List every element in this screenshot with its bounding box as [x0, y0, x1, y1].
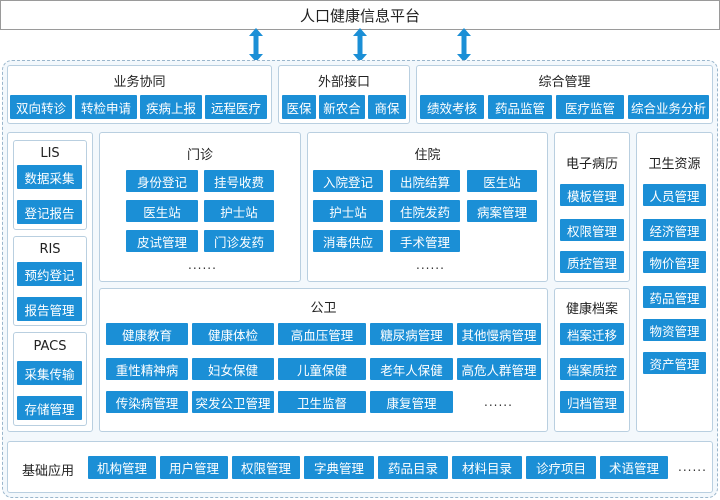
platform-title-bar: 人口健康信息平台 — [0, 0, 720, 30]
inpatient-item[interactable]: 出院结算 — [390, 170, 460, 192]
inpatient-item[interactable]: 护士站 — [313, 200, 383, 222]
outpatient-item[interactable]: 门诊发药 — [204, 230, 274, 252]
pacs-title: PACS — [33, 339, 67, 354]
ris-item[interactable]: 预约登记 — [17, 262, 82, 286]
inpatient-item[interactable]: 入院登记 — [313, 170, 383, 192]
public-health-more: ...... — [484, 395, 513, 409]
external-item[interactable]: 新农合 — [319, 95, 365, 119]
public-health-item[interactable]: 康复管理 — [370, 391, 453, 413]
public-health-item[interactable]: 健康教育 — [106, 323, 188, 345]
basic-item[interactable]: 材料目录 — [452, 456, 522, 479]
inpatient-title: 住院 — [414, 148, 441, 163]
public-health-item[interactable]: 突发公卫管理 — [192, 391, 274, 413]
basic-title: 基础应用 — [22, 464, 75, 479]
management-item[interactable]: 医疗监管 — [556, 95, 624, 119]
outpatient-more: ...... — [188, 258, 217, 272]
emr-title: 电子病历 — [565, 157, 618, 172]
outpatient-item[interactable]: 医生站 — [126, 200, 198, 222]
emr-item[interactable]: 权限管理 — [560, 219, 624, 241]
inpatient-item[interactable]: 医生站 — [467, 170, 537, 192]
public-health-item[interactable]: 传染病管理 — [106, 391, 188, 413]
health-record-item[interactable]: 档案质控 — [560, 358, 624, 380]
basic-item[interactable]: 药品目录 — [378, 456, 448, 479]
inpatient-item[interactable]: 住院发药 — [390, 200, 460, 222]
health-resource-item[interactable]: 人员管理 — [643, 184, 706, 206]
basic-item[interactable]: 机构管理 — [88, 456, 156, 479]
management-item[interactable]: 药品监管 — [488, 95, 552, 119]
health-resource-item[interactable]: 药品管理 — [643, 286, 706, 308]
public-health-item[interactable]: 其他慢病管理 — [457, 323, 541, 345]
external-item[interactable]: 医保 — [282, 95, 316, 119]
outpatient-item[interactable]: 挂号收费 — [204, 170, 274, 192]
health-resource-panel — [636, 132, 713, 432]
business-title: 业务协同 — [113, 75, 166, 90]
inpatient-more: ...... — [416, 258, 445, 272]
arrow-business-icon — [249, 28, 263, 62]
health-record-item[interactable]: 归档管理 — [560, 391, 624, 413]
health-record-title: 健康档案 — [565, 302, 618, 317]
pacs-item[interactable]: 存储管理 — [17, 396, 82, 420]
health-resource-item[interactable]: 经济管理 — [643, 219, 706, 241]
pacs-item[interactable]: 采集传输 — [17, 361, 82, 385]
public-health-item[interactable]: 健康体检 — [192, 323, 274, 345]
basic-more: ...... — [678, 460, 707, 474]
management-item[interactable]: 综合业务分析 — [628, 95, 709, 119]
outpatient-item[interactable]: 身份登记 — [126, 170, 198, 192]
public-health-item[interactable]: 重性精神病 — [106, 358, 188, 380]
business-item[interactable]: 双向转诊 — [10, 95, 72, 119]
external-item[interactable]: 商保 — [368, 95, 406, 119]
ris-item[interactable]: 报告管理 — [17, 297, 82, 321]
lis-item[interactable]: 数据采集 — [17, 165, 82, 189]
outpatient-item[interactable]: 护士站 — [204, 200, 274, 222]
public-health-item[interactable]: 高危人群管理 — [457, 358, 541, 380]
business-item[interactable]: 远程医疗 — [205, 95, 267, 119]
inpatient-item[interactable]: 手术管理 — [390, 230, 460, 252]
platform-title: 人口健康信息平台 — [299, 6, 420, 25]
public-health-item[interactable]: 老年人保健 — [370, 358, 453, 380]
inpatient-item[interactable]: 消毒供应 — [313, 230, 383, 252]
health-record-item[interactable]: 档案迁移 — [560, 323, 624, 345]
public-health-item[interactable]: 糖尿病管理 — [370, 323, 453, 345]
lis-title: LIS — [40, 146, 60, 161]
outpatient-item[interactable]: 皮试管理 — [126, 230, 198, 252]
management-title: 综合管理 — [538, 75, 591, 90]
arrow-external-icon — [353, 28, 367, 62]
health-resource-item[interactable]: 资产管理 — [643, 352, 706, 374]
outpatient-title: 门诊 — [186, 148, 213, 163]
external-title: 外部接口 — [317, 75, 370, 90]
basic-item[interactable]: 诊疗项目 — [526, 456, 596, 479]
lis-item[interactable]: 登记报告 — [17, 200, 82, 224]
public-health-item[interactable]: 高血压管理 — [278, 323, 366, 345]
health-resource-item[interactable]: 物价管理 — [643, 251, 706, 273]
public-health-item[interactable]: 儿童保健 — [278, 358, 366, 380]
inpatient-item[interactable]: 病案管理 — [467, 200, 537, 222]
health-resource-title: 卫生资源 — [648, 157, 701, 172]
basic-item[interactable]: 术语管理 — [600, 456, 668, 479]
public-health-title: 公卫 — [310, 301, 337, 316]
basic-item[interactable]: 字典管理 — [304, 456, 374, 479]
basic-item[interactable]: 用户管理 — [160, 456, 228, 479]
business-item[interactable]: 转检申请 — [75, 95, 137, 119]
basic-item[interactable]: 权限管理 — [232, 456, 300, 479]
public-health-item[interactable]: 卫生监督 — [278, 391, 366, 413]
ris-title: RIS — [39, 242, 61, 257]
arrow-management-icon — [457, 28, 471, 62]
business-item[interactable]: 疾病上报 — [140, 95, 202, 119]
emr-item[interactable]: 质控管理 — [560, 251, 624, 273]
emr-item[interactable]: 模板管理 — [560, 184, 624, 206]
management-item[interactable]: 绩效考核 — [420, 95, 484, 119]
public-health-item[interactable]: 妇女保健 — [192, 358, 274, 380]
health-resource-item[interactable]: 物资管理 — [643, 319, 706, 341]
